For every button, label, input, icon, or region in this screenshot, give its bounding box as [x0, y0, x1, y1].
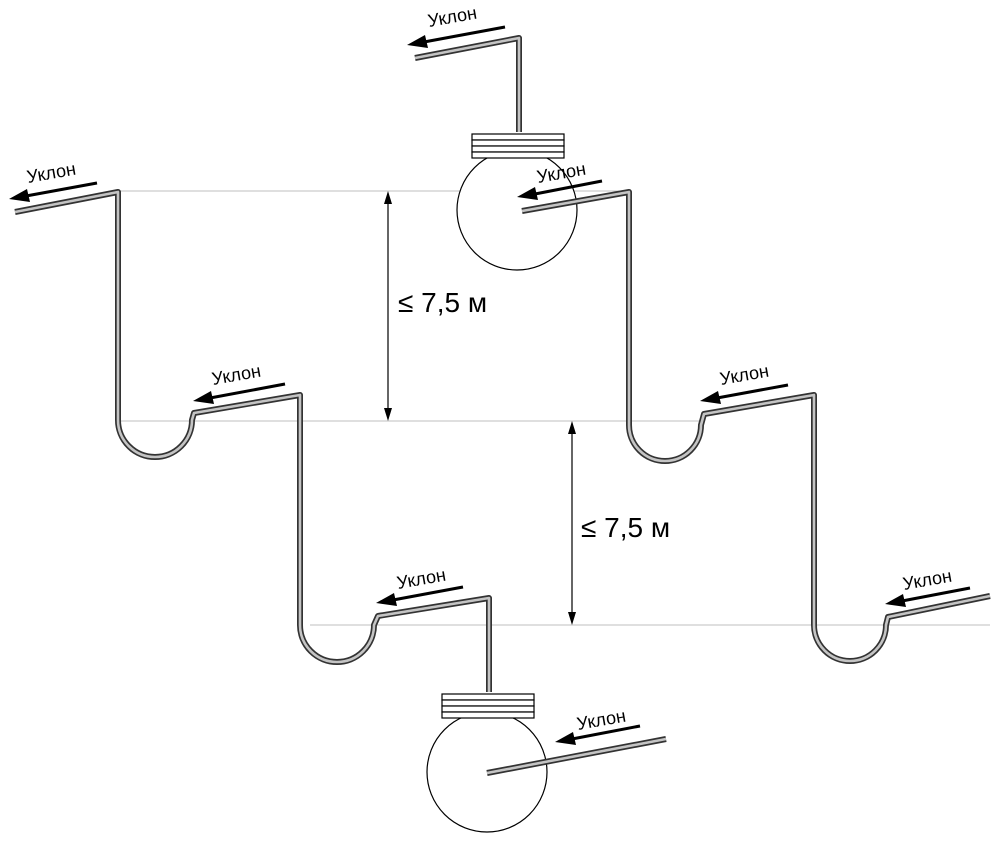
- height-limit-label-upper: ≤ 7,5 м: [398, 287, 487, 318]
- left-arrow-icon: [209, 382, 286, 400]
- dimension-upper-arrow-bottom: [384, 408, 392, 421]
- slope-marker-8: Уклон: [555, 706, 641, 745]
- left-arrow-icon: [423, 25, 506, 44]
- pipe-left-riser-inner: [14, 190, 491, 692]
- left-arrow-icon: [901, 586, 971, 603]
- slope-marker-6: Уклон: [376, 565, 464, 606]
- slope-label: Уклон: [718, 361, 770, 389]
- separator-bottom-coil-ring: [441, 705, 535, 713]
- slope-label: Уклон: [901, 566, 953, 594]
- separator-bottom-coil-ring: [441, 711, 535, 719]
- pipe-top-stub-inner: [414, 36, 521, 132]
- left-arrow-icon: [700, 391, 721, 404]
- dimension-upper-arrow-top: [384, 191, 392, 204]
- left-arrow-icon: [193, 391, 214, 404]
- separator-top-coil-ring: [471, 139, 565, 147]
- left-arrow-icon: [407, 35, 428, 48]
- slope-label: Уклон: [210, 361, 262, 389]
- slope-marker-2: Уклон: [9, 159, 98, 202]
- left-arrow-icon: [517, 187, 538, 200]
- pipe-right-riser-inner: [521, 190, 991, 663]
- left-arrow-icon: [555, 732, 576, 745]
- pipe-left-riser: [14, 189, 492, 692]
- separator-top-coil: [471, 133, 565, 141]
- slope-label: Уклон: [395, 565, 447, 593]
- separator-bottom-coil: [441, 693, 535, 701]
- height-limit-label-lower: ≤ 7,5 м: [581, 512, 670, 543]
- pipe-bottom-outlet-inner: [486, 737, 667, 775]
- left-arrow-icon: [885, 594, 906, 607]
- left-arrow-icon: [376, 593, 397, 606]
- left-arrow-icon: [571, 724, 641, 741]
- separator-top-coil-ring: [471, 145, 565, 153]
- slope-marker-5: Уклон: [700, 361, 789, 404]
- slope-label: Уклон: [25, 159, 77, 187]
- separator-top: [456, 133, 578, 271]
- pipes: [14, 35, 991, 776]
- pipe-top-stub: [414, 35, 522, 132]
- slope-label: Уклон: [426, 3, 478, 31]
- dimension-lower: [568, 421, 576, 625]
- left-arrow-icon: [534, 179, 603, 196]
- dimension-upper: [384, 191, 392, 421]
- dimension-lower-arrow-bottom: [568, 612, 576, 625]
- dimension-lower-arrow-top: [568, 421, 576, 434]
- left-arrow-icon: [9, 189, 30, 202]
- separator-top-coil-ring: [471, 151, 565, 159]
- left-arrow-icon: [392, 585, 464, 602]
- left-arrow-icon: [25, 181, 98, 198]
- left-arrow-icon: [716, 383, 789, 400]
- separator-bottom-coil-ring: [441, 699, 535, 707]
